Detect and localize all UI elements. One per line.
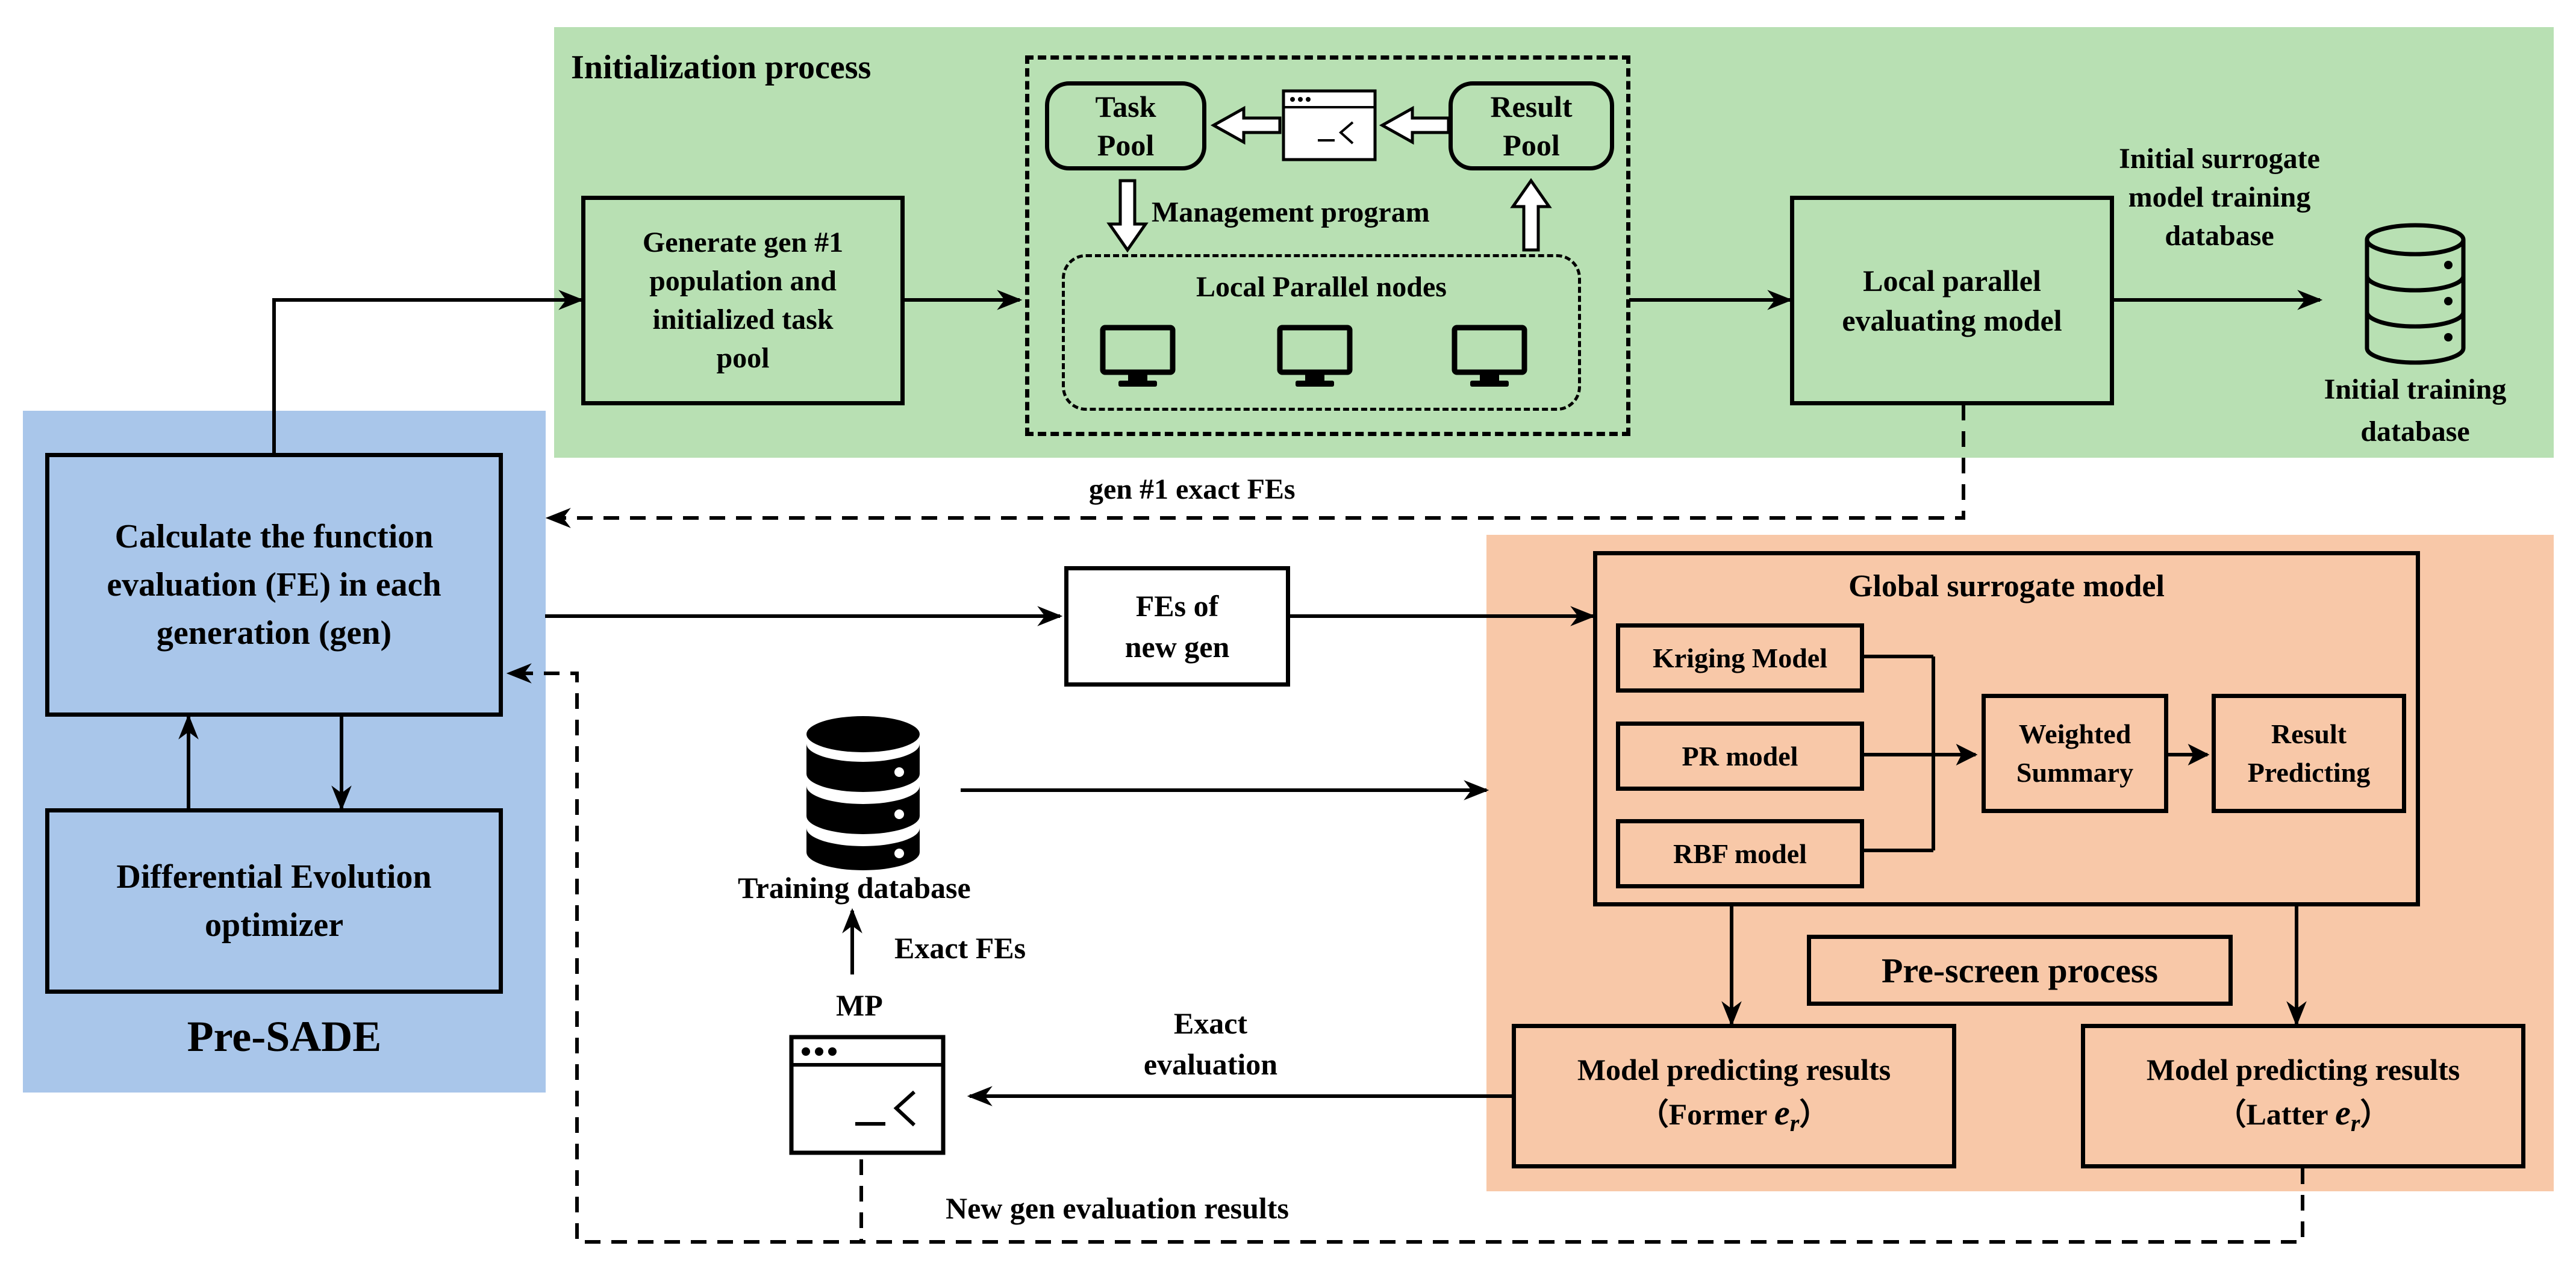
- monitor-icon: [1452, 325, 1527, 387]
- former-predicting-box: Model predicting results （Former er）: [1512, 1024, 1956, 1168]
- local-parallel-nodes-box: Local Parallel nodes: [1062, 254, 1581, 411]
- initial-training-db-label: Initial training database: [2324, 373, 2507, 447]
- hollow-arrow-terminal-to-task: [1210, 105, 1282, 145]
- pr-model-box: PR model: [1616, 722, 1864, 791]
- presade-title: Pre-SADE: [187, 1012, 382, 1061]
- result-pool-box: Result Pool: [1449, 81, 1614, 170]
- generate-population-box: Generate gen #1 population and initializ…: [581, 196, 905, 405]
- calc-fe-box: Calculate the function evaluation (FE) i…: [45, 453, 503, 717]
- exact-evaluation-label: Exact evaluation: [1143, 1006, 1278, 1081]
- de-optimizer-box: Differential Evolution optimizer: [45, 808, 503, 994]
- exact-fes-label: Exact FEs: [894, 931, 1026, 965]
- init-title: Initialization process: [571, 49, 872, 86]
- hollow-arrow-result-to-terminal: [1379, 105, 1450, 145]
- local-parallel-model-box: Local parallel evaluating model: [1790, 196, 2114, 405]
- arrow-gen1-exact-fes: [545, 405, 1965, 528]
- hollow-arrow-up-to-result: [1510, 178, 1552, 252]
- kriging-model-box: Kriging Model: [1616, 623, 1864, 693]
- management-program-region: [1025, 55, 1630, 436]
- task-pool-box: Task Pool: [1045, 81, 1206, 170]
- latter-predicting-box: Model predicting results （Latter er）: [2081, 1024, 2525, 1168]
- training-db-label: Training database: [738, 871, 971, 905]
- rbf-model-box: RBF model: [1616, 819, 1864, 888]
- global-surrogate-box: Global surrogate model: [1593, 551, 2420, 906]
- gen1-exact-fes-label: gen #1 exact FEs: [1089, 473, 1296, 505]
- weighted-summary-box: Weighted Summary: [1982, 694, 2168, 813]
- database-icon: [2365, 223, 2466, 365]
- mp-label: MP: [836, 988, 883, 1022]
- terminal-icon: [1282, 89, 1377, 161]
- monitor-icon: [1277, 325, 1353, 387]
- arrow-calc-to-generate: [272, 290, 584, 453]
- fes-new-gen-box: FEs of new gen: [1064, 566, 1290, 687]
- new-gen-results-label: New gen evaluation results: [946, 1191, 1289, 1225]
- monitor-icon: [1100, 325, 1176, 387]
- arrow-new-gen-results: [506, 663, 2304, 1244]
- database-icon: [806, 716, 920, 870]
- terminal-icon: [789, 1035, 946, 1155]
- hollow-arrow-task-down: [1106, 179, 1149, 253]
- result-predicting-box: Result Predicting: [2212, 694, 2406, 813]
- prescreen-box: Pre-screen process: [1807, 935, 2233, 1006]
- management-program-label: Management program: [1152, 196, 1430, 228]
- initial-surrogate-db-label: Initial surrogate model training databas…: [2119, 143, 2320, 252]
